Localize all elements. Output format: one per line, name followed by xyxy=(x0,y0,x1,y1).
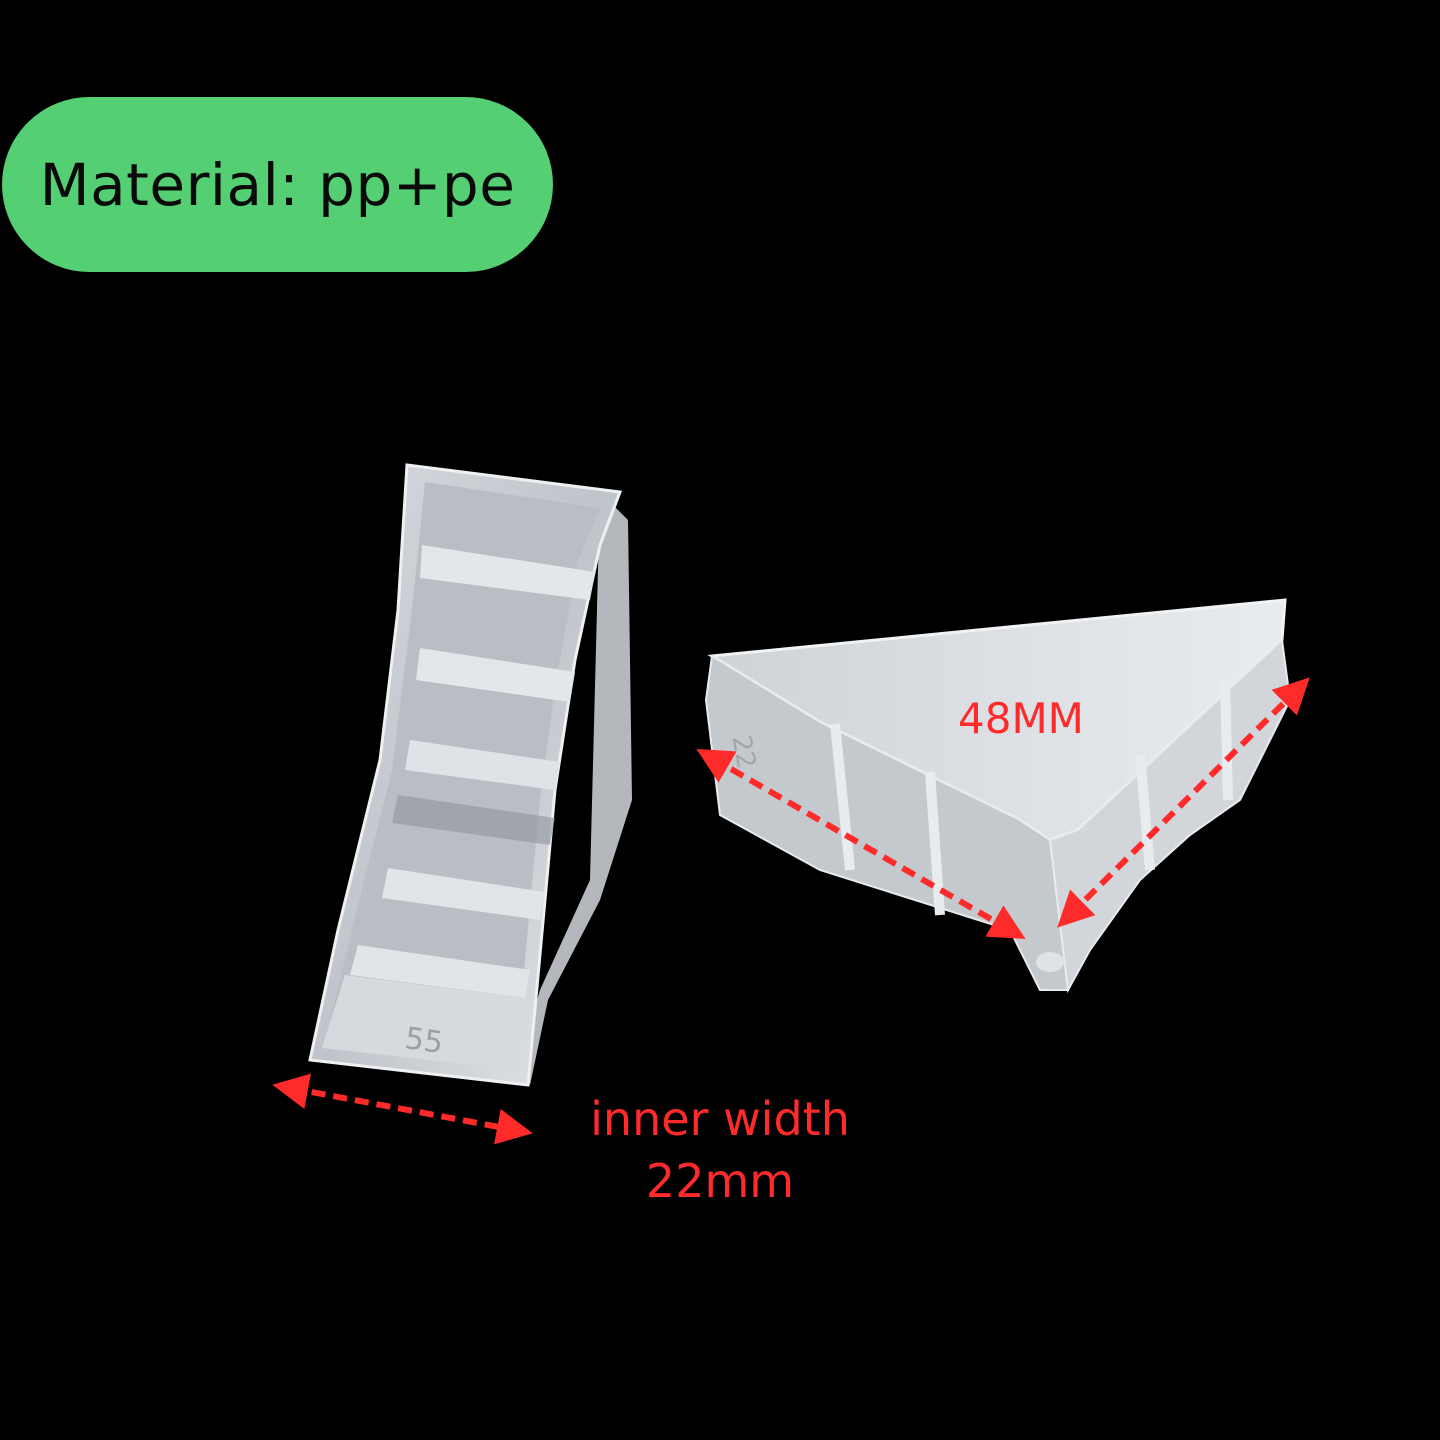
material-text: Material: pp+pe xyxy=(39,150,516,219)
inner-width-line1: inner width xyxy=(590,1092,850,1146)
length-arrow-left xyxy=(696,749,1026,939)
right-piece-mark: 22 xyxy=(726,733,761,771)
inner-width-line2: 22mm xyxy=(645,1154,795,1208)
inner-width-label: inner width 22mm xyxy=(560,1088,880,1212)
length-label: 48MM xyxy=(958,694,1084,743)
left-piece-mark: 55 xyxy=(403,1021,446,1061)
left-corner-protector: 55 xyxy=(308,463,632,1087)
right-corner-protector: 22 xyxy=(704,598,1292,994)
material-badge: Material: pp+pe xyxy=(2,97,553,272)
inner-width-arrow xyxy=(272,1073,533,1145)
length-arrow-right xyxy=(1057,677,1310,928)
